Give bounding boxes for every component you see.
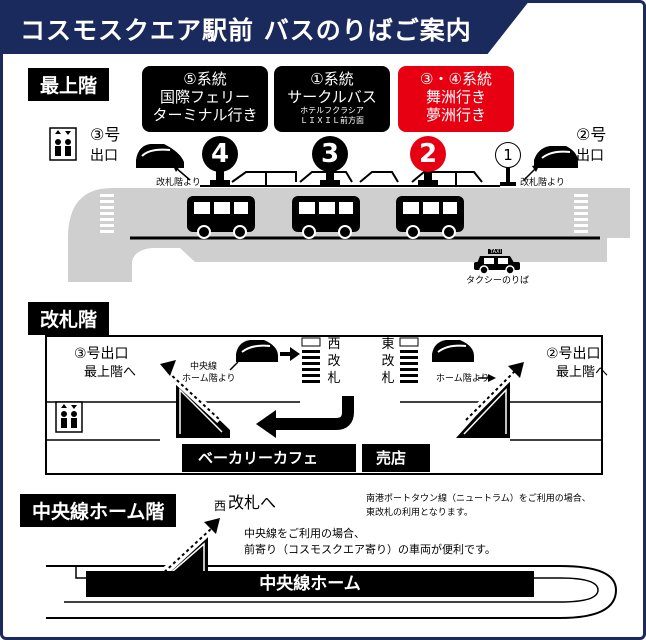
- exit-2-label-bottom: 出口: [576, 148, 604, 164]
- east-gate-label: 東 改 札: [381, 337, 395, 386]
- route-1-number: ①系統: [310, 70, 354, 88]
- stop-2-badge: 2: [410, 136, 446, 172]
- center-line-note-1: 中央線をご利用の場合、: [244, 527, 365, 540]
- stop-1-badge: 1: [495, 142, 521, 168]
- route-3-4-number: ③・④系統: [420, 70, 492, 88]
- crosswalk-left: [100, 194, 114, 233]
- nanko-note-line-1: 南港ポートタウン線（ニュートラム）をご利用の場合、: [366, 494, 591, 504]
- section-top-floor: 最上階: [28, 68, 110, 101]
- route-box-5: ⑤系統 国際フェリー ターミナル行き: [142, 66, 268, 132]
- section-platform-floor: 中央線ホーム階: [20, 494, 177, 527]
- stop-poles: [210, 168, 516, 186]
- route-3-4-dest-1: 舞洲行き: [425, 88, 486, 106]
- west-gate-label: 西 改 札: [327, 337, 341, 386]
- bakery-cafe-shop: ベーカリーカフェ: [182, 444, 356, 472]
- taxi-stand-label: タクシーのりば: [466, 276, 530, 286]
- taxi-sign-text: TAXI: [490, 249, 501, 255]
- escalator-hood-right: [534, 146, 578, 168]
- gate-exit-2-up: 最上階へ: [556, 365, 609, 380]
- exit-3-label-top: ③号: [90, 125, 121, 144]
- bus-icon-1: [187, 196, 255, 239]
- route-box-1: ①系統 サークルバス ホテルフクラシア ＬＩＸＩＬ前方面: [274, 66, 390, 132]
- section-gate-floor: 改札階: [28, 302, 110, 335]
- nanko-note-line-2: 東改札の利用となります。: [366, 508, 473, 518]
- route-5-number: ⑤系統: [183, 70, 227, 88]
- route-5-dest-1: 国際フェリー: [159, 88, 250, 106]
- route-box-3-4: ③・④系統 舞洲行き 夢洲行き: [398, 66, 514, 132]
- escalator-hood-gate-left: [236, 340, 278, 362]
- east-gate-icon: [399, 337, 419, 383]
- taxi-icon: [474, 249, 520, 275]
- elevator-icon-gate: [55, 401, 83, 433]
- stop-4-badge: 4: [202, 136, 238, 172]
- bus-icon-2: [292, 196, 360, 239]
- title-banner: コスモスクエア駅前 バスのりばご案内: [0, 0, 530, 54]
- gate-exit-2-label: ②号出口: [546, 346, 601, 362]
- route-3-4-dest-2: 夢洲行き: [425, 106, 486, 124]
- west-gate-icon: [301, 337, 321, 383]
- gate-exit-3-up: 最上階へ: [84, 365, 137, 380]
- crosswalk-right: [574, 194, 588, 233]
- center-line-platform: 中央線ホーム: [86, 571, 534, 597]
- gate-exit-3-label: ③号出口: [74, 346, 129, 362]
- route-1-via-2: ＬＩＸＩＬ前方面: [300, 116, 364, 125]
- to-west-gate-prefix: 西: [214, 499, 227, 513]
- route-arrow: [272, 396, 354, 430]
- stop-3-badge: 3: [312, 136, 348, 172]
- gate-floor-outline: [45, 335, 603, 475]
- escalator-hood-gate-right: [432, 340, 474, 362]
- escalator-gate-right: [456, 362, 524, 438]
- exit-3-label-bottom: 出口: [90, 148, 118, 164]
- platform-outline: [46, 565, 618, 619]
- bus-shelter-roof: [231, 171, 483, 183]
- from-gate-label-right: 改札階より: [520, 178, 565, 188]
- escalator-hood-left: [136, 144, 184, 168]
- bus-icon-3: [396, 196, 464, 239]
- from-center-line-2: ホーム階より: [182, 374, 236, 384]
- from-gate-label-left: 改札階より: [156, 178, 201, 188]
- to-west-gate-label: 改札へ: [228, 493, 277, 512]
- kiosk-shop: 売店: [362, 444, 430, 472]
- from-platform-label-right: ホーム階より: [436, 374, 490, 384]
- route-1-dest: サークルバス: [287, 88, 377, 106]
- elevator-icon-top: [49, 127, 77, 161]
- from-center-line-1: 中央線: [190, 362, 218, 372]
- page-title: コスモスクエア駅前 バスのりばご案内: [20, 16, 472, 45]
- escalator-gate-left: [160, 360, 230, 438]
- exit-2-label-top: ②号: [576, 125, 607, 144]
- center-line-note-2: 前寄り（コスモスクエア寄り）の車両が便利です。: [244, 543, 496, 556]
- route-1-via-1: ホテルフクラシア: [300, 106, 364, 115]
- route-5-dest-2: ターミナル行き: [152, 106, 258, 124]
